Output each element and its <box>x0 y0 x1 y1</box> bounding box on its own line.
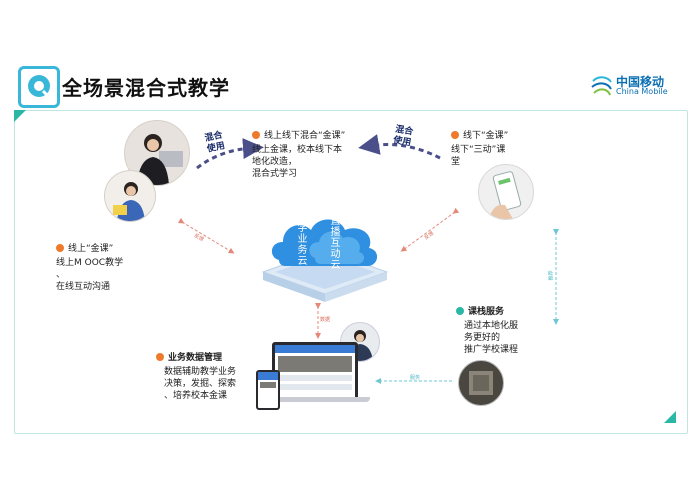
connector-label-bottom-right: 服务 <box>410 375 421 381</box>
mix-tag-right: 混合 使用 <box>392 125 413 150</box>
laptop-screen-header <box>275 345 355 353</box>
node-course-service-line1: 通过本地化服 <box>464 321 519 331</box>
laptop-screen-row <box>278 384 352 390</box>
cloud-shape-front <box>309 231 365 264</box>
bullet-dot <box>252 131 260 139</box>
brand-name-en: China Mobile <box>616 87 668 96</box>
phone-mockup <box>256 370 280 410</box>
node-offline-line1: 线下“三动”课 <box>451 145 506 155</box>
node-online-title: 线上“金课” <box>68 244 114 254</box>
laptop-mockup <box>272 342 358 402</box>
bullet-dot <box>56 244 64 252</box>
node-online-offline-line1: 线上金课，校本线下本 <box>252 145 343 155</box>
node-online-offline-title: 线上线下混合“金课” <box>264 131 346 141</box>
node-online-line2: 、 <box>56 270 66 280</box>
bullet-dot <box>456 307 464 315</box>
cloud-label-live: 直播互动云 <box>330 216 341 271</box>
node-online: 线上“金课” 线上M OOC教学 、 在线互动沟通 <box>56 243 123 293</box>
node-business-data-line3: 、培养校本金课 <box>164 391 228 401</box>
laptop-screen-row <box>278 375 352 381</box>
phone-screen-header <box>258 372 278 380</box>
logo-badge <box>18 66 60 108</box>
node-course-service-line3: 推广学校课程 <box>464 345 519 355</box>
phone-in-hand-icon <box>489 171 522 219</box>
arrow-online-to-mixed <box>196 138 264 170</box>
node-online-line3: 在线互动沟通 <box>56 282 111 292</box>
laptop-base <box>262 397 370 402</box>
node-course-service: 课栈服务 通过本地化服 务更好的 推广学校课程 <box>456 306 518 356</box>
bullet-dot <box>451 131 459 139</box>
node-online-line1: 线上M OOC教学 <box>56 258 124 268</box>
arrow-offline-to-mixed <box>358 134 441 160</box>
phone-screen-banner <box>260 382 276 388</box>
arrow-right-feedback <box>400 207 460 252</box>
phone-photo <box>478 164 534 220</box>
course-photo <box>458 360 504 406</box>
node-offline: 线下“金课” 线下“三动”课 堂 <box>451 130 508 168</box>
node-online-offline-line3: 混合式学习 <box>252 169 298 179</box>
node-business-data-line2: 决策，发掘、探索 <box>164 379 237 389</box>
node-course-service-line2: 务更好的 <box>464 333 501 343</box>
logo-icon <box>28 75 52 100</box>
china-mobile-icon <box>591 76 612 96</box>
bullet-dot <box>156 353 164 361</box>
node-online-offline-line2: 地化改造， <box>252 157 298 167</box>
node-business-data: 业务数据管理 数据辅助教学业务 决策，发掘、探索 、培养校本金课 <box>156 352 236 402</box>
cloud-label-teaching: 教学业务云 <box>297 212 308 267</box>
frame-corner-top-left <box>14 110 26 122</box>
brand-logo: 中国移动 China Mobile <box>590 73 680 101</box>
node-business-data-title: 业务数据管理 <box>168 353 223 363</box>
brand-name-cn: 中国移动 <box>616 75 665 89</box>
page-title: 全场景混合式教学 <box>62 76 230 100</box>
course-material-icon <box>469 371 493 395</box>
node-business-data-line1: 数据辅助教学业务 <box>164 367 237 377</box>
cloud-platform <box>261 219 389 302</box>
student-figure-icon <box>113 182 145 221</box>
node-online-offline: 线上线下混合“金课” 线上金课，校本线下本 地化改造， 混合式学习 <box>252 130 345 180</box>
connector-label-right-vertical: 推荐 <box>548 270 555 281</box>
node-course-service-title: 课栈服务 <box>468 307 505 317</box>
laptop-screen-banner <box>278 356 352 372</box>
content-frame <box>14 110 688 434</box>
arrow-left-feedback <box>177 217 235 254</box>
node-offline-line2: 堂 <box>451 157 461 167</box>
connector-label-bottom: 数据 <box>320 317 331 323</box>
student-photo <box>104 170 156 222</box>
frame-corner-bottom-right <box>664 411 676 423</box>
node-offline-title: 线下“金课” <box>463 131 509 141</box>
